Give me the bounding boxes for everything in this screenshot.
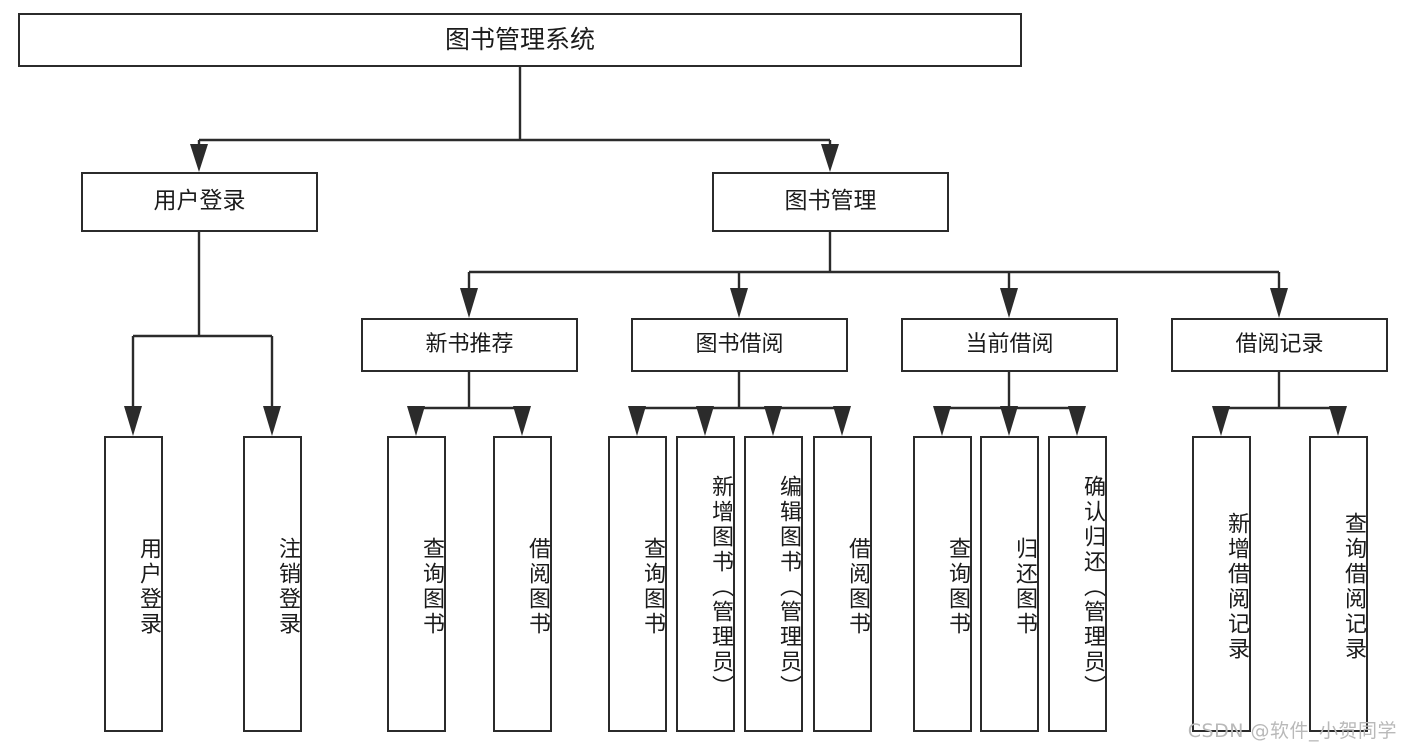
- node-label: 借阅图书: [845, 537, 870, 637]
- leaf-user-login-login[interactable]: 用户登录: [104, 436, 163, 732]
- node-label: 查询图书: [419, 537, 444, 637]
- node-user-login[interactable]: 用户登录: [81, 172, 318, 232]
- node-new-book-recommend[interactable]: 新书推荐: [361, 318, 578, 372]
- leaf-book-borrow-query[interactable]: 查询图书: [608, 436, 667, 732]
- node-borrow-record[interactable]: 借阅记录: [1171, 318, 1388, 372]
- leaf-new-book-query[interactable]: 查询图书: [387, 436, 446, 732]
- node-label: 图书借阅: [695, 332, 784, 358]
- node-label: 图书管理: [784, 188, 877, 215]
- node-label: 注销登录: [275, 537, 300, 637]
- node-label: 用户登录: [153, 188, 246, 215]
- node-current-borrow[interactable]: 当前借阅: [901, 318, 1118, 372]
- leaf-new-book-borrow[interactable]: 借阅图书: [493, 436, 552, 732]
- node-label: 借阅图书: [525, 537, 550, 637]
- leaf-borrow-record-query[interactable]: 查询借阅记录: [1309, 436, 1368, 732]
- leaf-current-borrow-confirm-return[interactable]: 确认归还（管理员）: [1048, 436, 1107, 732]
- leaf-borrow-record-add[interactable]: 新增借阅记录: [1192, 436, 1251, 732]
- node-label: 新增图书（管理员）: [708, 474, 733, 700]
- node-root-book-management-system[interactable]: 图书管理系统: [18, 13, 1022, 67]
- leaf-book-borrow-edit[interactable]: 编辑图书（管理员）: [744, 436, 803, 732]
- leaf-current-borrow-return[interactable]: 归还图书: [980, 436, 1039, 732]
- node-label: 图书管理系统: [444, 25, 595, 55]
- leaf-book-borrow-borrow[interactable]: 借阅图书: [813, 436, 872, 732]
- node-label: 用户登录: [136, 537, 161, 637]
- node-label: 当前借阅: [965, 332, 1054, 358]
- leaf-current-borrow-query[interactable]: 查询图书: [913, 436, 972, 732]
- node-book-borrow[interactable]: 图书借阅: [631, 318, 848, 372]
- node-label: 确认归还（管理员）: [1080, 474, 1105, 700]
- node-label: 查询借阅记录: [1341, 512, 1366, 662]
- node-label: 查询图书: [640, 537, 665, 637]
- node-label: 新书推荐: [425, 332, 514, 358]
- node-book-management[interactable]: 图书管理: [712, 172, 949, 232]
- node-label: 归还图书: [1012, 537, 1037, 637]
- node-label: 新增借阅记录: [1224, 512, 1249, 662]
- leaf-book-borrow-add[interactable]: 新增图书（管理员）: [676, 436, 735, 732]
- node-label: 查询图书: [945, 537, 970, 637]
- node-label: 编辑图书（管理员）: [776, 474, 801, 700]
- node-label: 借阅记录: [1235, 332, 1324, 358]
- leaf-user-login-logout[interactable]: 注销登录: [243, 436, 302, 732]
